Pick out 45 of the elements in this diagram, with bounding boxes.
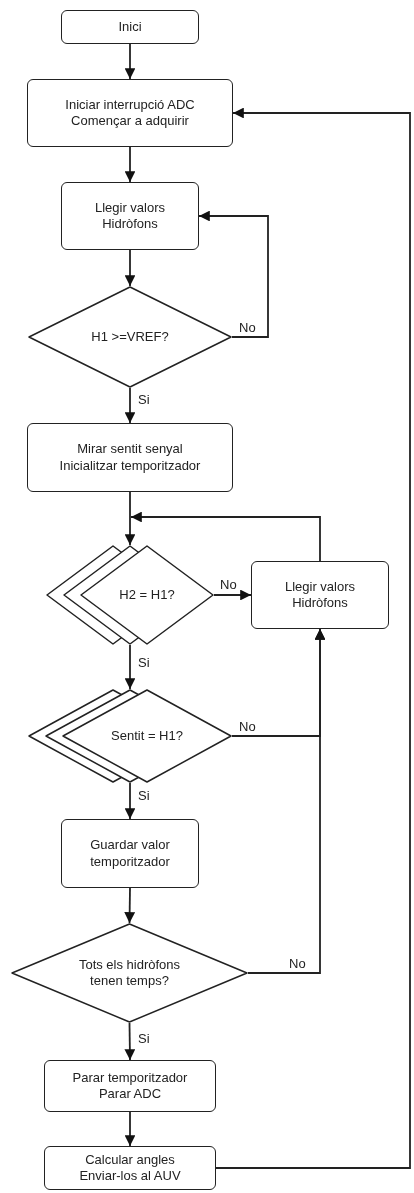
edge-label: No — [288, 956, 307, 971]
arrow — [124, 146, 136, 183]
node-text: Sentit = H1? — [111, 727, 183, 745]
process-box — [44, 1146, 216, 1190]
start-box — [61, 10, 199, 44]
arrow — [124, 887, 136, 924]
edge-label: Si — [137, 1031, 151, 1046]
process-box — [27, 79, 233, 147]
node-text: Parar temporitzador Parar ADC — [71, 1069, 189, 1103]
arrow — [124, 491, 136, 546]
arrow — [215, 107, 411, 1169]
process-box — [44, 1060, 216, 1112]
decision-diamond — [28, 286, 232, 388]
stacked-decision-diamond — [28, 689, 232, 783]
node-text: Llegir valors Hidròfons — [93, 199, 167, 233]
arrow — [130, 511, 321, 562]
node-text: Mirar sentit senyal Inicialitzar temporitzador — [58, 441, 202, 474]
stacked-decision-diamond — [46, 545, 214, 645]
process-box — [27, 423, 233, 492]
arrow — [124, 249, 136, 287]
node-text: Llegir valors Hidròfons — [283, 578, 357, 612]
process-box — [251, 561, 389, 629]
node-text: Iniciar interrupció ADC Començar a adquirir — [64, 96, 196, 130]
arrow — [124, 43, 136, 80]
decision-diamond — [11, 923, 248, 1023]
arrow — [247, 628, 326, 974]
edge-label: Si — [137, 392, 151, 407]
node-text: Tots els hidròfons tenen temps? — [77, 956, 182, 990]
process-box — [61, 182, 199, 250]
arrow — [124, 1111, 136, 1147]
node-text: Inici — [118, 18, 142, 36]
arrow — [213, 589, 252, 601]
arrow — [198, 210, 269, 338]
node-text: H2 = H1? — [119, 586, 175, 604]
edge-label: Si — [137, 788, 151, 803]
edge-label: Si — [137, 655, 151, 670]
node-text: H1 >=VREF? — [91, 328, 169, 346]
arrow — [124, 1022, 136, 1061]
node-text: Guardar valor temporitzador — [89, 837, 171, 870]
edge-label: No — [238, 320, 257, 335]
edge-label: No — [238, 719, 257, 734]
process-box — [61, 819, 199, 888]
edge-label: No — [219, 577, 238, 592]
arrow — [124, 387, 136, 424]
node-text: Calcular angles Enviar-los al AUV — [78, 1151, 182, 1185]
